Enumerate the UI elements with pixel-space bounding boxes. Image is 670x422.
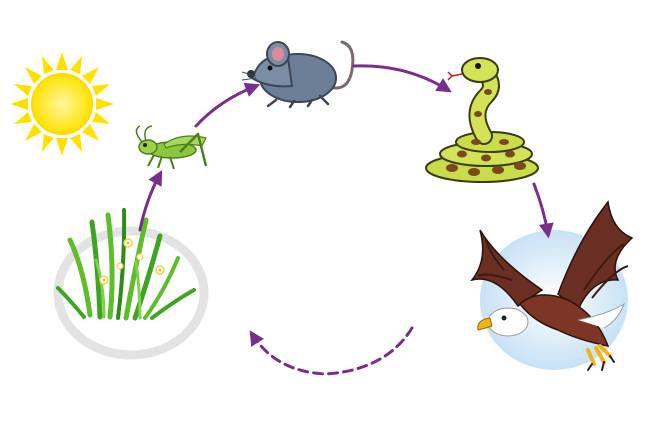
arrow-snake-to-eagle [532,182,554,239]
mouse-icon [241,40,355,109]
eagle-icon [470,200,634,371]
snake-icon [425,57,539,183]
arrow-grasshopper-to-mouse [194,82,261,128]
food-chain-arrows [138,64,554,376]
arrow-mouse-to-snake [352,64,452,93]
grasshopper-icon [135,125,208,170]
sun-icon [10,52,114,156]
arrow-eagle-to-grass [249,326,414,376]
arrow-grass-to-grasshopper [138,170,163,232]
grass-icon [53,208,209,360]
